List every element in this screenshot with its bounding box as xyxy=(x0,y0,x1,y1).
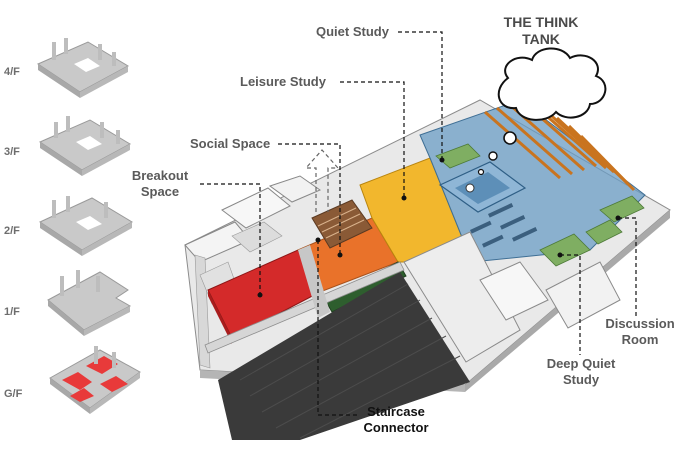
label-leisure-study: Leisure Study xyxy=(240,74,326,89)
label-social-space: Social Space xyxy=(190,136,271,151)
leader-dots xyxy=(257,157,621,298)
leader-quiet-study xyxy=(398,31,443,160)
floor-thumb-1f xyxy=(47,270,132,336)
floor-thumb-2f xyxy=(38,196,133,256)
leader-staircase-connector xyxy=(317,240,360,416)
leader-leisure-study xyxy=(340,81,405,198)
floor-thumb-gf xyxy=(49,346,141,414)
label-deep-quiet-study: Deep Quiet Study xyxy=(546,356,616,387)
floor-label-4f: 4/F xyxy=(4,66,20,78)
main-model xyxy=(184,98,671,440)
thought-cloud-icon xyxy=(477,47,607,176)
floor-label-3f: 3/F xyxy=(4,146,20,158)
label-staircase-connector: Staircase Connector xyxy=(363,404,429,435)
leader-breakout-space xyxy=(200,183,261,295)
leader-social-space xyxy=(278,143,341,255)
floor-thumb-4f xyxy=(36,38,130,98)
label-quiet-study: Quiet Study xyxy=(316,24,389,39)
leader-deep-quiet-study xyxy=(560,254,581,355)
leader-discussion-room xyxy=(618,217,637,318)
floor-label-gf: G/F xyxy=(4,388,23,400)
label-breakout-space: Breakout Space xyxy=(131,168,189,199)
floor-thumb-3f xyxy=(38,116,132,176)
label-think-tank: THE THINK TANK xyxy=(503,14,579,47)
callout-leaders xyxy=(200,31,637,416)
floor-label-2f: 2/F xyxy=(4,225,20,237)
label-discussion-room: Discussion Room xyxy=(605,316,675,347)
floor-label-1f: 1/F xyxy=(4,306,20,318)
